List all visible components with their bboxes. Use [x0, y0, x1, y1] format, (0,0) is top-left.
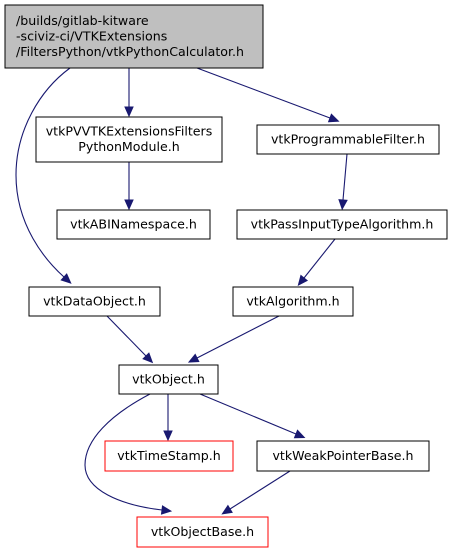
node-dataobject[interactable]: vtkDataObject.h: [28, 286, 161, 317]
edge-object-to-weakptr: [199, 393, 306, 439]
node-box: [28, 286, 161, 317]
node-progfilter[interactable]: vtkProgrammableFilter.h: [256, 124, 440, 155]
nodes-layer: /builds/gitlab-kitware-sciviz-ci/VTKExte…: [4, 4, 448, 548]
edge-line: [199, 393, 297, 435]
node-label-line: vtkTimeStamp.h: [117, 448, 220, 463]
edge-object-to-timestamp: [163, 394, 173, 442]
edge-arrowhead: [293, 429, 306, 439]
edge-line: [229, 470, 291, 510]
edge-root-to-progfilter: [196, 67, 340, 123]
node-label-line: vtkWeakPointerBase.h: [272, 448, 413, 463]
node-object[interactable]: vtkObject.h: [118, 364, 219, 395]
edge-algorithm-to-object: [187, 315, 280, 363]
edges-layer: [15, 67, 348, 515]
node-box: [118, 364, 219, 395]
edge-arrowhead: [160, 505, 173, 515]
node-box: [56, 209, 211, 240]
node-box: [35, 116, 223, 163]
node-label-line: vtkPassInputTypeAlgorithm.h: [251, 216, 434, 231]
node-label-line: vtkPVVTKExtensionsFilters: [46, 124, 213, 139]
edge-weakptr-to-objectbase: [221, 470, 291, 515]
edge-pvvtk-to-abins: [124, 162, 134, 211]
node-label-line: vtkProgrammableFilter.h: [271, 131, 425, 146]
edge-line: [84, 393, 163, 511]
edge-arrowhead: [124, 106, 134, 118]
node-weakptr[interactable]: vtkWeakPointerBase.h: [256, 440, 430, 472]
edge-passinput-to-algorithm: [297, 238, 336, 286]
edge-dataobject-to-object: [106, 315, 154, 364]
node-algorithm[interactable]: vtkAlgorithm.h: [232, 286, 354, 317]
edge-line: [303, 238, 336, 279]
edge-arrowhead: [338, 199, 348, 211]
edge-arrowhead: [327, 113, 340, 123]
edge-root-to-pvvtk: [124, 68, 134, 118]
edge-arrowhead: [60, 273, 72, 284]
edge-arrowhead: [124, 199, 134, 211]
node-label-line: /FiltersPython/vtkPythonCalculator.h: [16, 44, 244, 59]
edge-arrowhead: [163, 430, 173, 442]
node-box: [232, 286, 354, 317]
edge-arrowhead: [187, 353, 200, 363]
node-label-line: PythonModule.h: [78, 139, 179, 154]
node-root[interactable]: /builds/gitlab-kitware-sciviz-ci/VTKExte…: [4, 4, 264, 69]
node-objectbase[interactable]: vtkObjectBase.h: [136, 516, 269, 548]
node-label-line: /builds/gitlab-kitware: [16, 13, 149, 28]
edge-line: [196, 67, 331, 119]
node-label-line: vtkDataObject.h: [43, 293, 146, 308]
edge-line: [106, 315, 147, 357]
edge-object-to-objectbase: [84, 393, 173, 515]
node-label-line: vtkObjectBase.h: [151, 524, 254, 539]
node-box: [256, 124, 440, 155]
edge-arrowhead: [221, 504, 233, 515]
edge-progfilter-to-passinput: [338, 153, 348, 211]
edge-root-to-dataobject: [15, 67, 72, 284]
node-passinput[interactable]: vtkPassInputTypeAlgorithm.h: [236, 209, 448, 240]
node-timestamp[interactable]: vtkTimeStamp.h: [104, 440, 234, 472]
node-label-line: vtkObject.h: [132, 371, 205, 386]
node-box: [104, 440, 234, 472]
node-box: [236, 209, 448, 240]
node-box: [136, 516, 269, 548]
edge-line: [15, 67, 71, 278]
node-box: [4, 4, 264, 69]
edge-line: [196, 315, 280, 359]
node-box: [256, 440, 430, 472]
edge-line: [342, 153, 348, 201]
node-label-line: vtkABINamespace.h: [70, 216, 197, 231]
node-label-line: vtkAlgorithm.h: [246, 293, 339, 308]
node-abins[interactable]: vtkABINamespace.h: [56, 209, 211, 240]
node-label-line: -sciviz-ci/VTKExtensions: [16, 28, 167, 43]
edge-arrowhead: [297, 274, 309, 286]
edge-arrowhead: [142, 352, 154, 364]
